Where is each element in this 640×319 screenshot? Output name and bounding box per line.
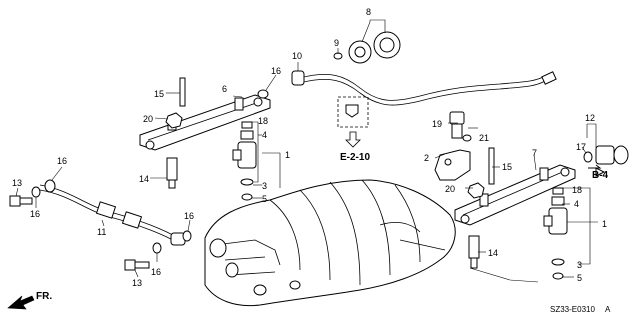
callout-16-lower: 16 <box>151 267 161 277</box>
left-stud <box>179 77 186 107</box>
callout-18-left: 18 <box>258 116 268 126</box>
callout-5-right: 5 <box>577 273 582 283</box>
callout-7: 7 <box>532 148 537 158</box>
callout-21: 21 <box>479 133 489 143</box>
callout-14-right: 14 <box>488 248 498 258</box>
pulsation-damper <box>583 145 629 165</box>
fuel-feed-hose <box>299 71 557 106</box>
callout-16-rail: 16 <box>271 66 281 76</box>
quick-connector <box>333 31 401 64</box>
left-injector <box>232 121 257 201</box>
left-nut <box>165 112 183 129</box>
callout-12: 12 <box>585 113 595 123</box>
right-fuel-rail <box>454 164 576 226</box>
callout-14-left: 14 <box>139 174 149 184</box>
inset-reference <box>337 96 369 148</box>
callout-19: 19 <box>432 119 442 129</box>
callout-1-left: 1 <box>285 150 290 160</box>
callout-4-right: 4 <box>574 199 579 209</box>
b4-arrow <box>588 164 606 177</box>
callout-13-lower: 13 <box>132 278 142 288</box>
intake-manifold <box>204 179 456 307</box>
ref-b-4: B-4 <box>592 170 609 181</box>
callout-20-right: 20 <box>445 184 455 194</box>
fr-arrow <box>7 295 35 310</box>
fr-label: FR. <box>36 291 52 302</box>
callout-11: 11 <box>97 227 106 237</box>
diagram-code: SZ33-E0310 <box>550 305 595 314</box>
fuel-pipe-left <box>39 184 186 246</box>
callout-16-upper-a: 16 <box>30 209 40 219</box>
callout-3-left: 3 <box>262 181 267 191</box>
banjo-bolt-lower <box>124 259 150 271</box>
right-sensor <box>468 235 480 269</box>
hose-clip <box>291 70 305 86</box>
callout-3-right: 3 <box>577 260 582 270</box>
ref-e-2-10: E-2-10 <box>340 152 370 163</box>
pressure-sensor <box>449 111 472 142</box>
callout-10: 10 <box>292 51 302 61</box>
washer-lower <box>152 242 162 254</box>
callout-4-left: 4 <box>262 130 267 140</box>
washer-mid <box>182 230 192 242</box>
callout-2: 2 <box>424 153 429 163</box>
diagram-code-suffix: A <box>605 305 611 314</box>
washer-upper-a <box>31 186 41 198</box>
callout-18-right: 18 <box>572 185 582 195</box>
callout-20-left: 20 <box>143 114 153 124</box>
callout-16-upper-b: 16 <box>57 156 67 166</box>
leader-lines <box>15 19 598 283</box>
banjo-bolt-upper <box>9 195 33 207</box>
right-stud <box>488 147 495 185</box>
left-sensor <box>166 157 178 189</box>
right-injector <box>543 187 568 280</box>
callout-8: 8 <box>366 7 371 17</box>
callout-6: 6 <box>222 84 227 94</box>
bracket <box>434 149 471 181</box>
callout-labels: 8 9 10 16 6 15 20 18 4 1 3 5 14 13 16 16… <box>12 7 607 288</box>
callout-9: 9 <box>334 38 339 48</box>
callout-16-mid: 16 <box>184 211 194 221</box>
callout-15-left: 15 <box>154 89 164 99</box>
left-o-ring <box>257 89 269 99</box>
callout-13-upper: 13 <box>12 178 22 188</box>
callout-15-right: 15 <box>502 162 512 172</box>
callout-5-left: 5 <box>262 194 267 204</box>
washer-upper-b <box>44 179 56 193</box>
callout-1-right: 1 <box>602 219 607 229</box>
callout-17: 17 <box>576 142 586 152</box>
right-nut <box>467 182 485 199</box>
